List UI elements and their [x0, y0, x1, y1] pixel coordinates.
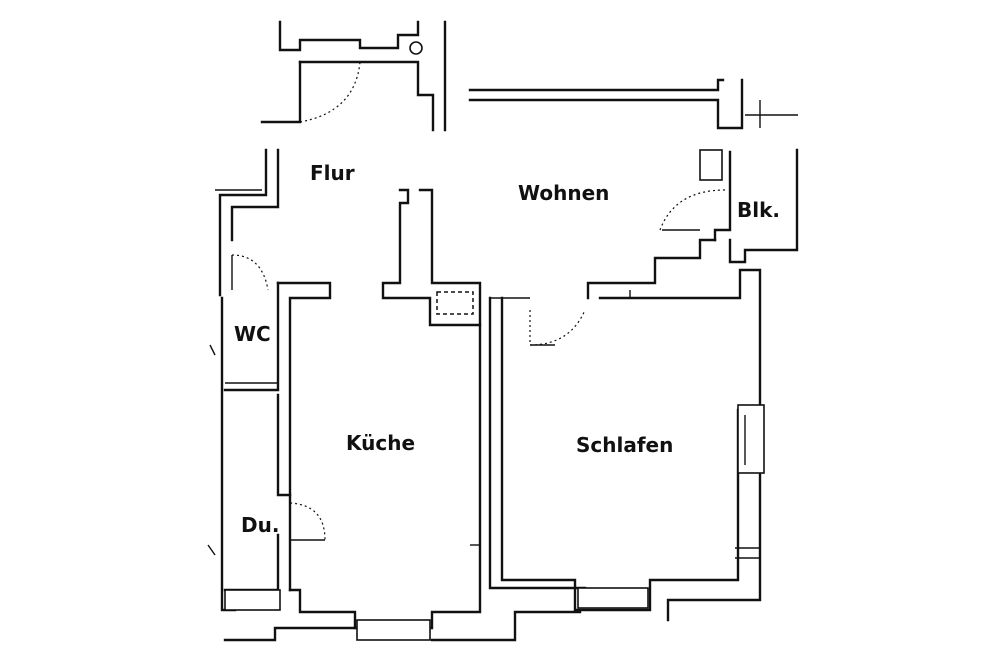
- kitchen-chimney-wall: [381, 188, 482, 327]
- wc-walls: [209, 254, 332, 612]
- wc-door-arc: [231, 254, 269, 291]
- room-label-balkon: Blk.: [737, 198, 780, 222]
- room-label-flur: Flur: [310, 161, 355, 185]
- flur-west-wall: [215, 148, 280, 297]
- dusche-walls: [207, 393, 326, 611]
- dusche-window: [224, 589, 281, 611]
- entry-door-arc: [299, 61, 361, 123]
- schlafen-north-wall: [529, 238, 762, 412]
- schlafen-walls: [488, 296, 765, 622]
- schlafen-east-window: [737, 404, 765, 474]
- room-label-kueche: Küche: [346, 431, 416, 455]
- schlafen-door-arc: [529, 309, 586, 346]
- kueche-window: [356, 619, 431, 641]
- chimney-duct: [436, 291, 474, 315]
- room-label-wohnen: Wohnen: [518, 181, 610, 205]
- room-label-dusche: Du.: [241, 513, 280, 537]
- balcony-door-arc: [659, 189, 726, 231]
- balcony-column: [699, 149, 723, 181]
- balcony-walls: [659, 148, 799, 264]
- room-label-wc: WC: [234, 322, 271, 346]
- kueche-south-wall: [223, 323, 582, 642]
- schlafen-south-window: [577, 587, 649, 609]
- entry-walls: [260, 20, 447, 132]
- room-label-schlafen: Schlafen: [576, 433, 674, 457]
- dusche-door-arc: [289, 502, 326, 541]
- pipe-fixture: [409, 41, 423, 55]
- wohnen-north-wall: [468, 78, 798, 130]
